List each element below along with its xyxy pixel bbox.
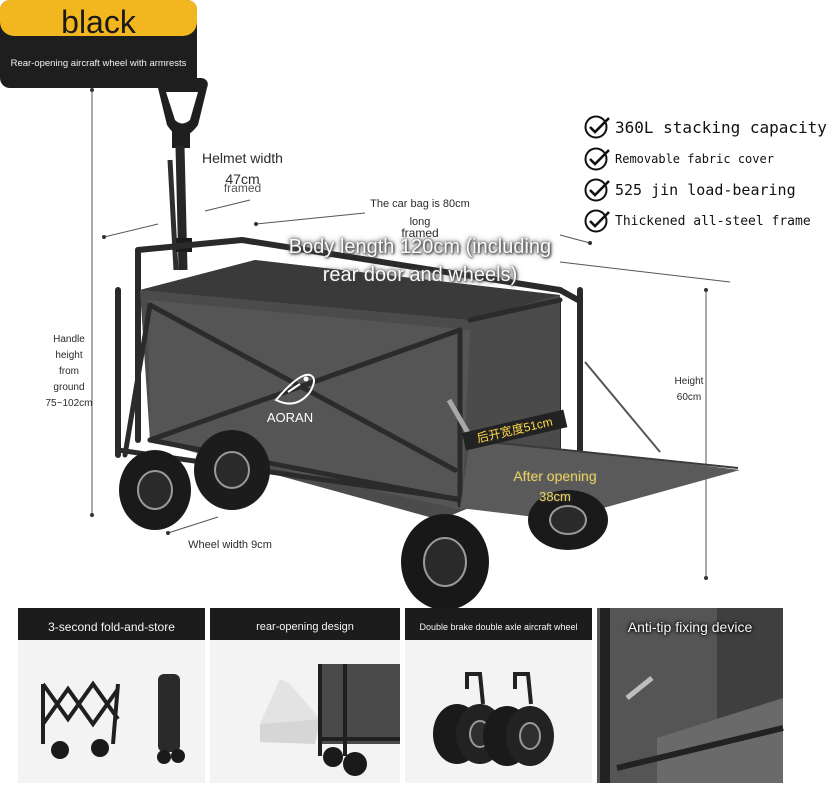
panel-label: 3-second fold-and-store [48, 620, 175, 634]
feature-item: 525 jin load-bearing [584, 177, 796, 203]
after-opening-line2: 38cm [539, 489, 571, 504]
color-label: black [61, 4, 136, 40]
handle-height-line: ground [53, 382, 85, 393]
feature-text: 525 jin load-bearing [615, 181, 796, 199]
feature-item: 360L stacking capacity [584, 114, 827, 140]
check-circle-icon [584, 147, 610, 171]
handle-height-label: Handle height from ground 75~102cm [40, 332, 98, 412]
handle-height-line: from [59, 366, 79, 377]
helmet-width-value: 47cm [225, 171, 260, 187]
car-bag-length-line2: long [409, 216, 431, 228]
feature-text: 360L stacking capacity [615, 117, 827, 137]
wagon-illustration: AORAN [90, 78, 740, 610]
anti-tip-device-image [597, 608, 784, 783]
height-value: 60cm [676, 392, 702, 403]
rear-opening-image [260, 664, 400, 776]
after-opening-line1: After opening [513, 468, 597, 484]
brand-bird-logo [274, 373, 315, 405]
color-badge: black Rear-opening aircraft wheel with a… [0, 0, 197, 88]
body-length-line1: Body length 120cm (including [288, 236, 552, 258]
handle-height-line: height [55, 350, 83, 361]
feature-item: Thickened all-steel frame [584, 208, 811, 234]
panel-header [18, 608, 205, 640]
helmet-width-tag: framed [223, 181, 262, 195]
panel-fold-store: 3-second fold-and-store [18, 608, 205, 783]
badge-subtitle: Rear-opening aircraft wheel with armrest… [10, 58, 187, 69]
check-circle-icon [584, 209, 610, 233]
height-label: Height [674, 376, 704, 387]
check-circle-icon [584, 115, 610, 139]
feature-item: Removable fabric cover [584, 146, 774, 172]
car-bag-length-line1: The car bag is 80cm [370, 198, 470, 210]
brand-logo-text: AORAN [267, 410, 313, 425]
panel-anti-tip: Anti-tip fixing device [597, 608, 784, 783]
panel-rear-opening: rear-opening design [210, 608, 400, 783]
badge-accent-bar [0, 0, 197, 36]
panel-label: Anti-tip fixing device [627, 619, 753, 635]
panel-header [210, 608, 400, 640]
panel-label: rear-opening design [256, 621, 354, 633]
double-wheel-image [433, 672, 554, 766]
car-bag-length-tag: framed [401, 226, 439, 240]
feature-text: Thickened all-steel frame [615, 213, 811, 229]
check-circle-icon [584, 178, 610, 202]
handle-height-line: Handle [53, 334, 85, 345]
panel-aircraft-wheel: Double brake double axle aircraft wheel [405, 608, 592, 783]
panel-header [405, 608, 592, 640]
handle-height-line: 75~102cm [45, 398, 93, 409]
helmet-width-title: Helmet width [202, 150, 283, 166]
body-length-line2: rear door and wheels) [322, 264, 518, 286]
folding-wagon-image [41, 674, 185, 764]
wheel-width-label: Wheel width 9cm [188, 539, 272, 551]
feature-text: Removable fabric cover [615, 152, 774, 166]
panel-label: Double brake double axle aircraft wheel [419, 622, 578, 632]
